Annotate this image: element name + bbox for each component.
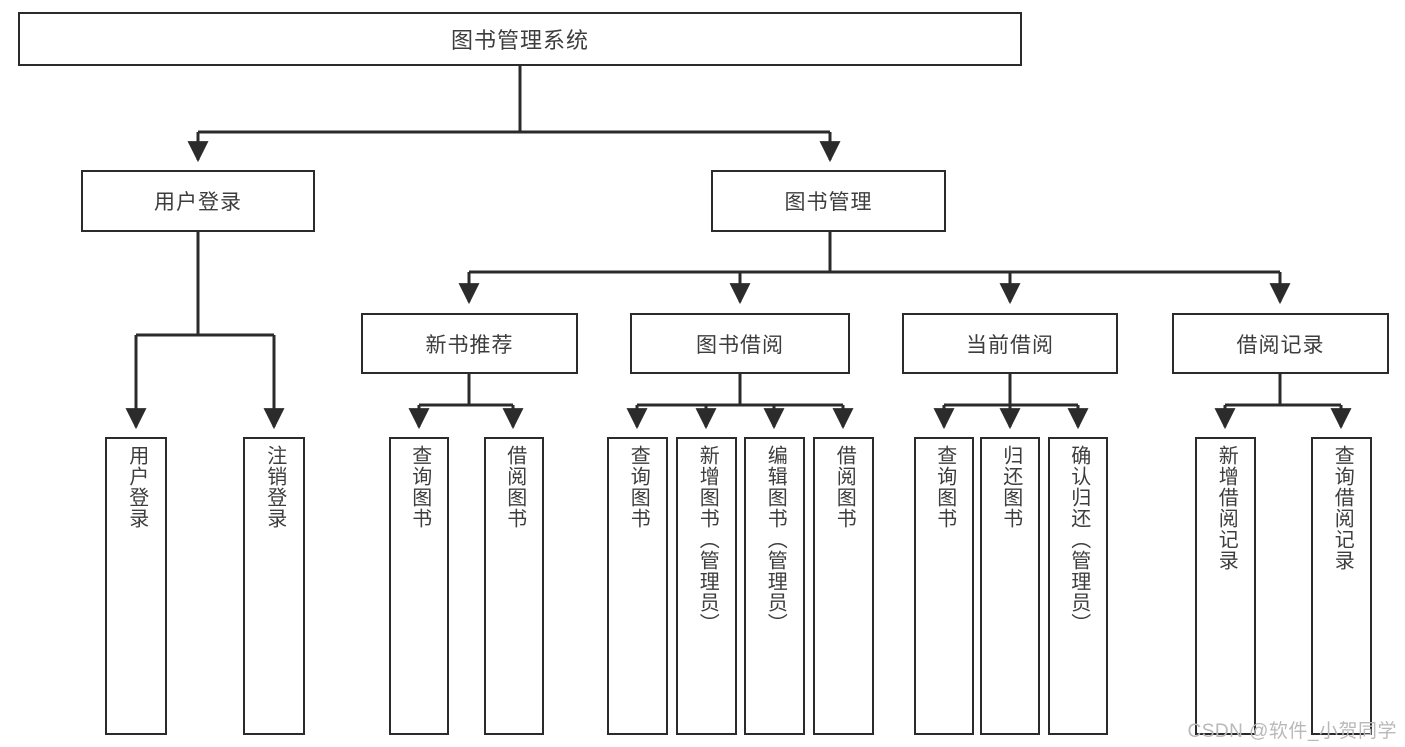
node-leaf-query-book-3[interactable]: 查询图书 [914,437,974,735]
node-leaf-add-borrow-record[interactable]: 新增借阅记录 [1195,437,1256,735]
node-label: 注销登录 [263,445,286,529]
node-label: 当前借阅 [966,333,1054,357]
node-label: 借阅记录 [1236,333,1325,357]
node-label: 查询图书 [627,445,650,529]
node-leaf-confirm-return[interactable]: 确认归还（管理员） [1048,437,1108,735]
watermark-text: CSDN @软件_小贺同学 [1187,721,1397,742]
node-borrow-record[interactable]: 借阅记录 [1172,313,1389,374]
node-leaf-query-borrow-record[interactable]: 查询借阅记录 [1311,437,1372,735]
node-leaf-query-book-1[interactable]: 查询图书 [389,437,449,735]
node-label: 借阅图书 [503,445,526,529]
node-label: 归还图书 [999,445,1022,529]
node-leaf-user-login[interactable]: 用户登录 [105,437,167,735]
node-new-book-recommendation[interactable]: 新书推荐 [361,313,578,374]
node-label: 用户登录 [154,191,242,214]
node-label: 新增借阅记录 [1215,445,1238,571]
node-book-manage[interactable]: 图书管理 [711,170,946,232]
node-label: 新书推荐 [425,333,514,357]
node-label: 查询图书 [933,445,956,529]
node-label: 查询借阅记录 [1331,445,1354,571]
node-user-login[interactable]: 用户登录 [81,170,315,232]
node-leaf-logout[interactable]: 注销登录 [243,437,305,735]
node-label: 借阅图书 [833,445,856,529]
node-leaf-add-book[interactable]: 新增图书（管理员） [676,437,737,735]
node-leaf-borrow-book-2[interactable]: 借阅图书 [813,437,874,735]
node-label: 用户登录 [125,445,148,529]
node-label: 查询图书 [408,445,431,529]
node-label: 图书管理系统 [450,28,589,53]
node-leaf-return-book[interactable]: 归还图书 [980,437,1040,735]
node-leaf-query-book-2[interactable]: 查询图书 [607,437,668,735]
node-leaf-edit-book[interactable]: 编辑图书（管理员） [744,437,805,735]
node-root-book-management-system[interactable]: 图书管理系统 [18,12,1022,66]
node-label: 确认归还（管理员） [1067,445,1090,634]
node-label: 图书管理 [784,191,873,214]
node-label: 图书借阅 [696,333,784,357]
node-book-borrow[interactable]: 图书借阅 [630,313,850,374]
node-label: 新增图书（管理员） [696,445,719,634]
node-label: 编辑图书（管理员） [764,445,787,634]
node-leaf-borrow-book-1[interactable]: 借阅图书 [484,437,544,735]
node-current-borrow[interactable]: 当前借阅 [902,313,1118,374]
